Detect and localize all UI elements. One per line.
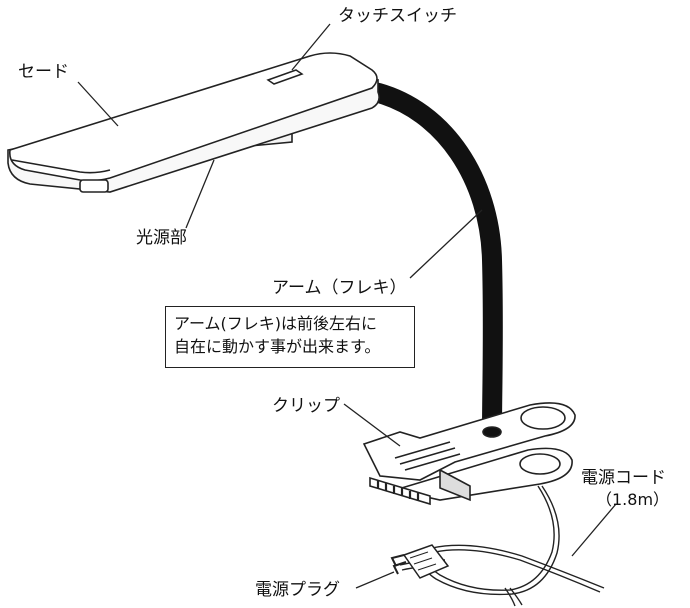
arm-label: アーム（フレキ） [272,278,407,298]
touch-switch [266,69,304,85]
power-plug-label: 電源プラグ [255,580,340,600]
flexible-arm [365,82,503,440]
power-cord-label: 電源コード [581,468,666,488]
arm-note-box: アーム(フレキ)は前後左右に 自在に動かす事が出来ます。 [165,306,415,368]
arm-note-line-1: アーム(フレキ)は前後左右に [174,314,378,333]
leader-lines [77,23,617,589]
arm-note-line-2: 自在に動かす事が出来ます。 [174,337,381,356]
touch-switch-label: タッチスイッチ [338,6,457,26]
lamp-shade [7,52,380,193]
power-plug [390,544,450,579]
light-source-label: 光源部 [136,228,187,248]
shade-label: セード [18,62,69,82]
clip [362,402,576,506]
power-cord-length-label: （1.8m） [596,490,670,509]
clip-label: クリップ [272,396,340,416]
